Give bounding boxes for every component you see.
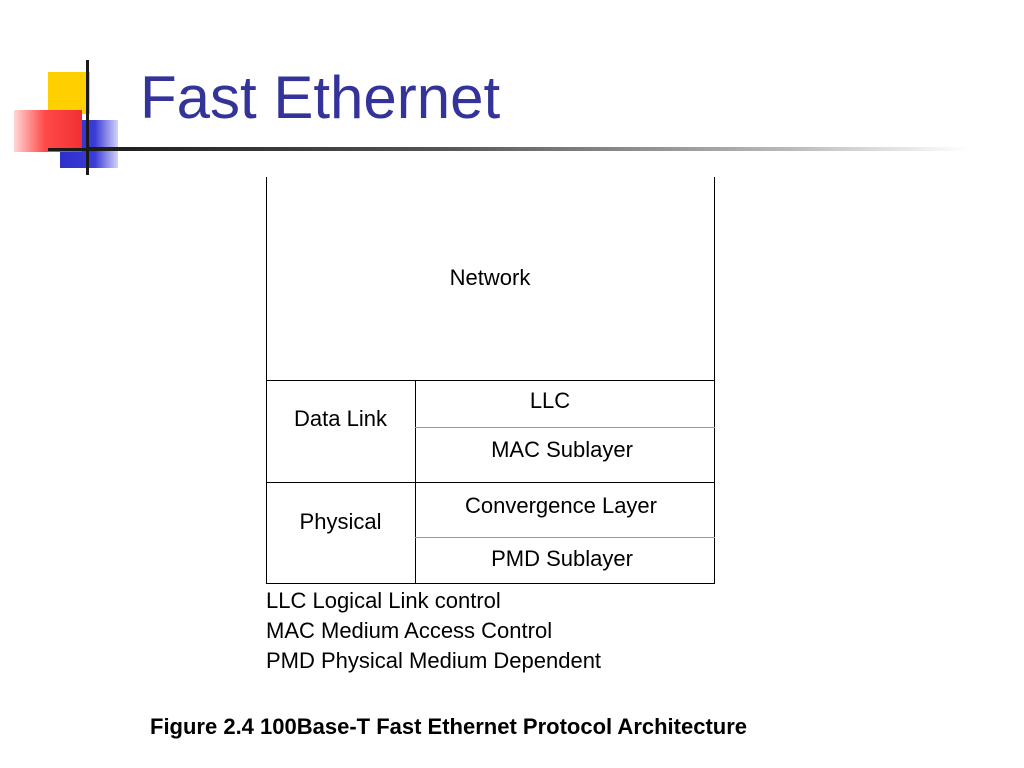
network-layer-label: Network — [449, 265, 531, 290]
network-bottom-line — [266, 380, 715, 381]
title-underline — [88, 147, 968, 151]
datalink-bottom-line — [266, 482, 715, 483]
legend-item-llc: LLC Logical Link control — [266, 588, 501, 613]
slide-title: Fast Ethernet — [140, 64, 501, 131]
pmd-sublayer-label: PMD Sublayer — [491, 546, 633, 571]
llc-sublayer-label: LLC — [529, 388, 571, 413]
convergence-layer-label: Convergence Layer — [464, 493, 657, 518]
data-link-layer-label: Data Link — [294, 406, 387, 431]
logo-horizontal-line — [48, 148, 108, 151]
legend-item-pmd: PMD Physical Medium Dependent — [266, 648, 602, 673]
slide-logo — [0, 0, 150, 180]
legend-item-mac: MAC Medium Access Control — [266, 618, 553, 643]
llc-mac-divider — [415, 427, 715, 428]
physical-layer-label: Physical — [299, 509, 382, 534]
diagram-bottom-border — [266, 583, 715, 584]
convergence-pmd-divider — [415, 537, 715, 538]
logo-yellow-square — [48, 72, 90, 114]
mac-sublayer-label: MAC Sublayer — [491, 437, 633, 462]
figure-caption: Figure 2.4 100Base-T Fast Ethernet Proto… — [150, 714, 748, 739]
logo-vertical-line — [86, 60, 89, 175]
logo-red-square — [14, 110, 82, 152]
